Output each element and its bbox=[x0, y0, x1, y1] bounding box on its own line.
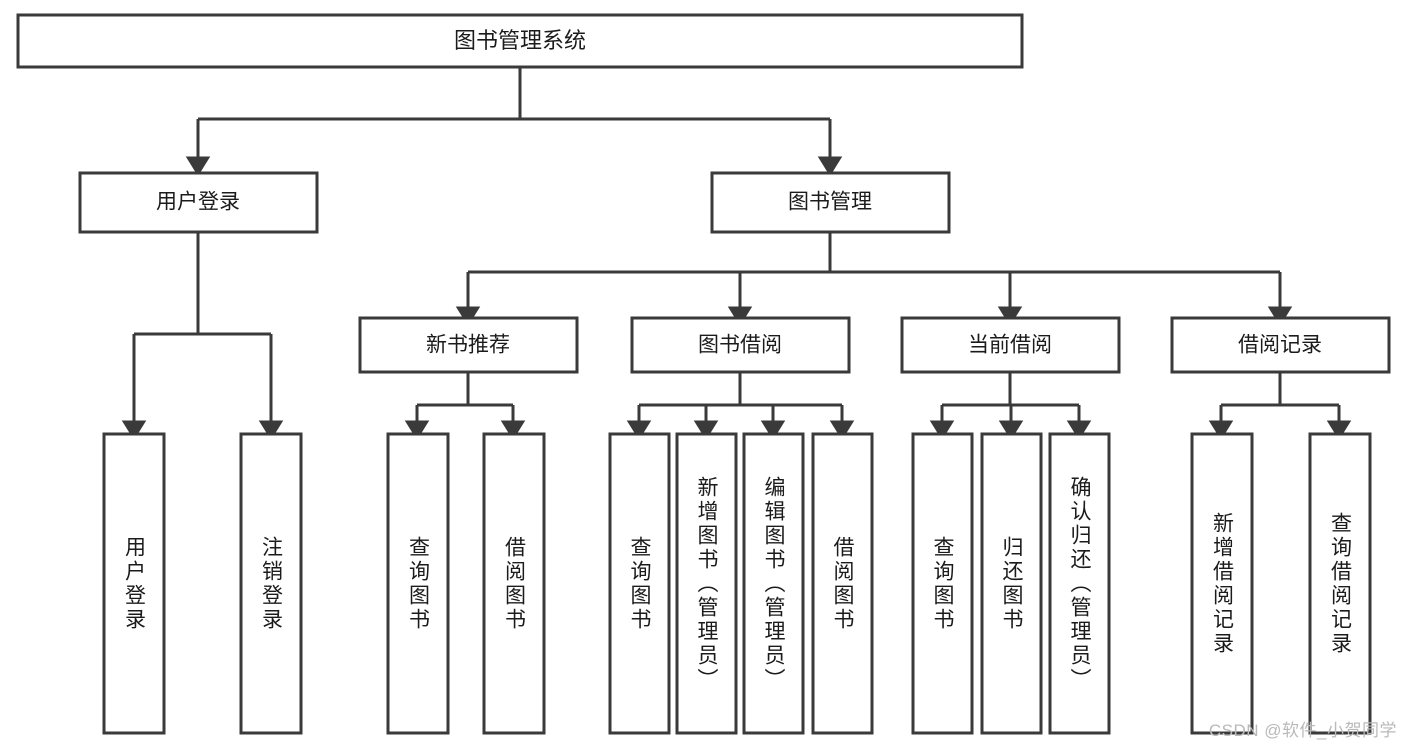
node-borrow-record-label: 借阅记录 bbox=[1238, 334, 1322, 357]
node-book-manage-label: 图书管理 bbox=[788, 191, 872, 214]
leaf-box-user-login[interactable] bbox=[102, 432, 166, 735]
connector-group-borrow-record bbox=[1208, 372, 1352, 441]
leaf-box-borrow-book[interactable] bbox=[811, 432, 874, 735]
connector-group-current-borrow bbox=[929, 372, 1092, 441]
node-current-borrow-label: 当前借阅 bbox=[968, 334, 1052, 357]
node-current-borrow-box[interactable] bbox=[900, 316, 1121, 374]
leaf-boxes bbox=[102, 432, 1372, 735]
node-book-borrow[interactable]: 图书借阅 bbox=[630, 316, 851, 374]
leaf-box-query-book-rec[interactable] bbox=[386, 432, 450, 735]
connector-group-root bbox=[185, 67, 843, 177]
connector-group-user-login bbox=[121, 232, 284, 441]
node-new-book-rec-label: 新书推荐 bbox=[426, 334, 510, 357]
connector-group-new-book-rec bbox=[404, 372, 526, 441]
node-borrow-record-box[interactable] bbox=[1170, 316, 1391, 374]
node-book-borrow-box[interactable] bbox=[630, 316, 851, 374]
node-current-borrow[interactable]: 当前借阅 bbox=[900, 316, 1121, 374]
node-new-book-rec-box[interactable] bbox=[358, 316, 579, 374]
node-new-book-rec[interactable]: 新书推荐 bbox=[358, 316, 579, 374]
node-book-manage[interactable]: 图书管理 bbox=[710, 171, 951, 234]
leaf-box-query-record[interactable] bbox=[1308, 432, 1372, 735]
leaf-box-query-book-borrow[interactable] bbox=[608, 432, 671, 735]
leaf-box-query-book-cur[interactable] bbox=[911, 432, 974, 735]
node-root[interactable]: 图书管理系统 bbox=[16, 13, 1024, 69]
connector-group-book-borrow bbox=[626, 372, 855, 441]
node-root-box[interactable] bbox=[16, 13, 1024, 69]
leaf-box-edit-book[interactable] bbox=[742, 432, 805, 735]
leaf-box-logout[interactable] bbox=[239, 432, 303, 735]
leaf-box-confirm-return[interactable] bbox=[1048, 432, 1111, 735]
node-borrow-record[interactable]: 借阅记录 bbox=[1170, 316, 1391, 374]
node-book-manage-box[interactable] bbox=[710, 171, 951, 234]
connector-group-book-manage bbox=[455, 232, 1293, 327]
node-root-label: 图书管理系统 bbox=[454, 28, 586, 53]
node-book-borrow-label: 图书借阅 bbox=[698, 334, 782, 357]
node-user-login-box[interactable] bbox=[78, 171, 319, 234]
leaf-box-add-book[interactable] bbox=[675, 432, 738, 735]
leaf-box-borrow-book-rec[interactable] bbox=[482, 432, 546, 735]
node-user-login[interactable]: 用户登录 bbox=[78, 171, 319, 234]
leaf-box-add-record[interactable] bbox=[1190, 432, 1254, 735]
watermark-text: CSDN @软件_小贺同学 bbox=[1208, 721, 1397, 740]
node-user-login-label: 用户登录 bbox=[156, 191, 240, 214]
leaf-box-return-book[interactable] bbox=[980, 432, 1043, 735]
